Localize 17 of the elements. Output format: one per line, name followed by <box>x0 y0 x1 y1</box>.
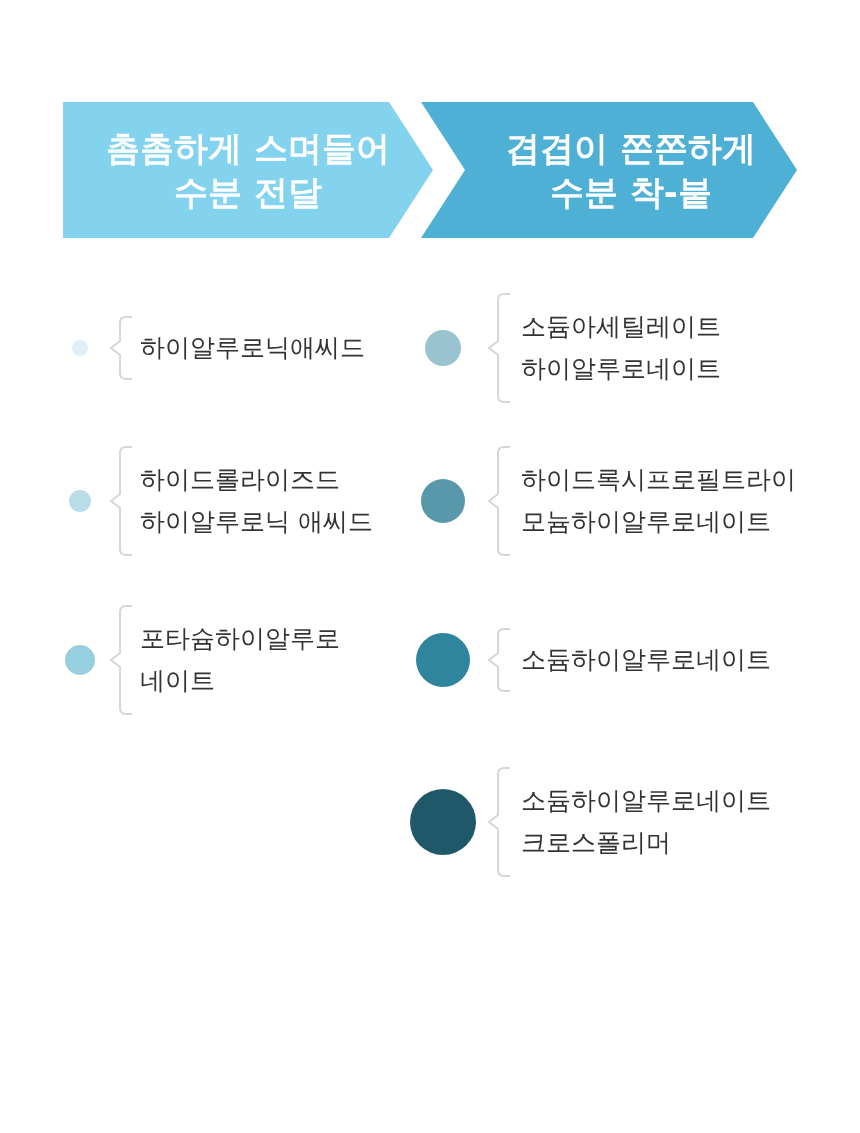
dot-marker <box>425 330 461 366</box>
chevron-banner <box>421 102 797 238</box>
dot-marker <box>416 633 470 687</box>
ingredient-text: 소듐하이알루로네이트 <box>521 644 772 676</box>
ingredient-text: 하이드록시프로필트라이모늄하이알루로네이트 <box>521 464 797 538</box>
banner-text: 촘촘하게 스며들어 수분 전달 <box>105 127 391 214</box>
ingredient-text: 하이드롤라이즈드 하이알루로닉 애씨드 <box>140 464 374 538</box>
dot-marker <box>72 340 88 356</box>
ingredient-text: 소듐아세틸레이트 하이알루로네이트 <box>521 311 722 385</box>
banner-text: 겹겹이 쫀쫀하게 수분 착-붙 <box>505 127 757 214</box>
ingredient-text: 소듐하이알루로네이트 크로스폴리머 <box>521 785 772 859</box>
chevron-banner <box>63 102 433 238</box>
dot-marker <box>65 645 95 675</box>
dot-marker <box>69 490 91 512</box>
dot-marker <box>421 479 465 523</box>
ingredient-text: 하이알루로닉애씨드 <box>140 332 366 364</box>
ingredient-text: 포타슘하이알루로네이트 <box>140 623 341 697</box>
